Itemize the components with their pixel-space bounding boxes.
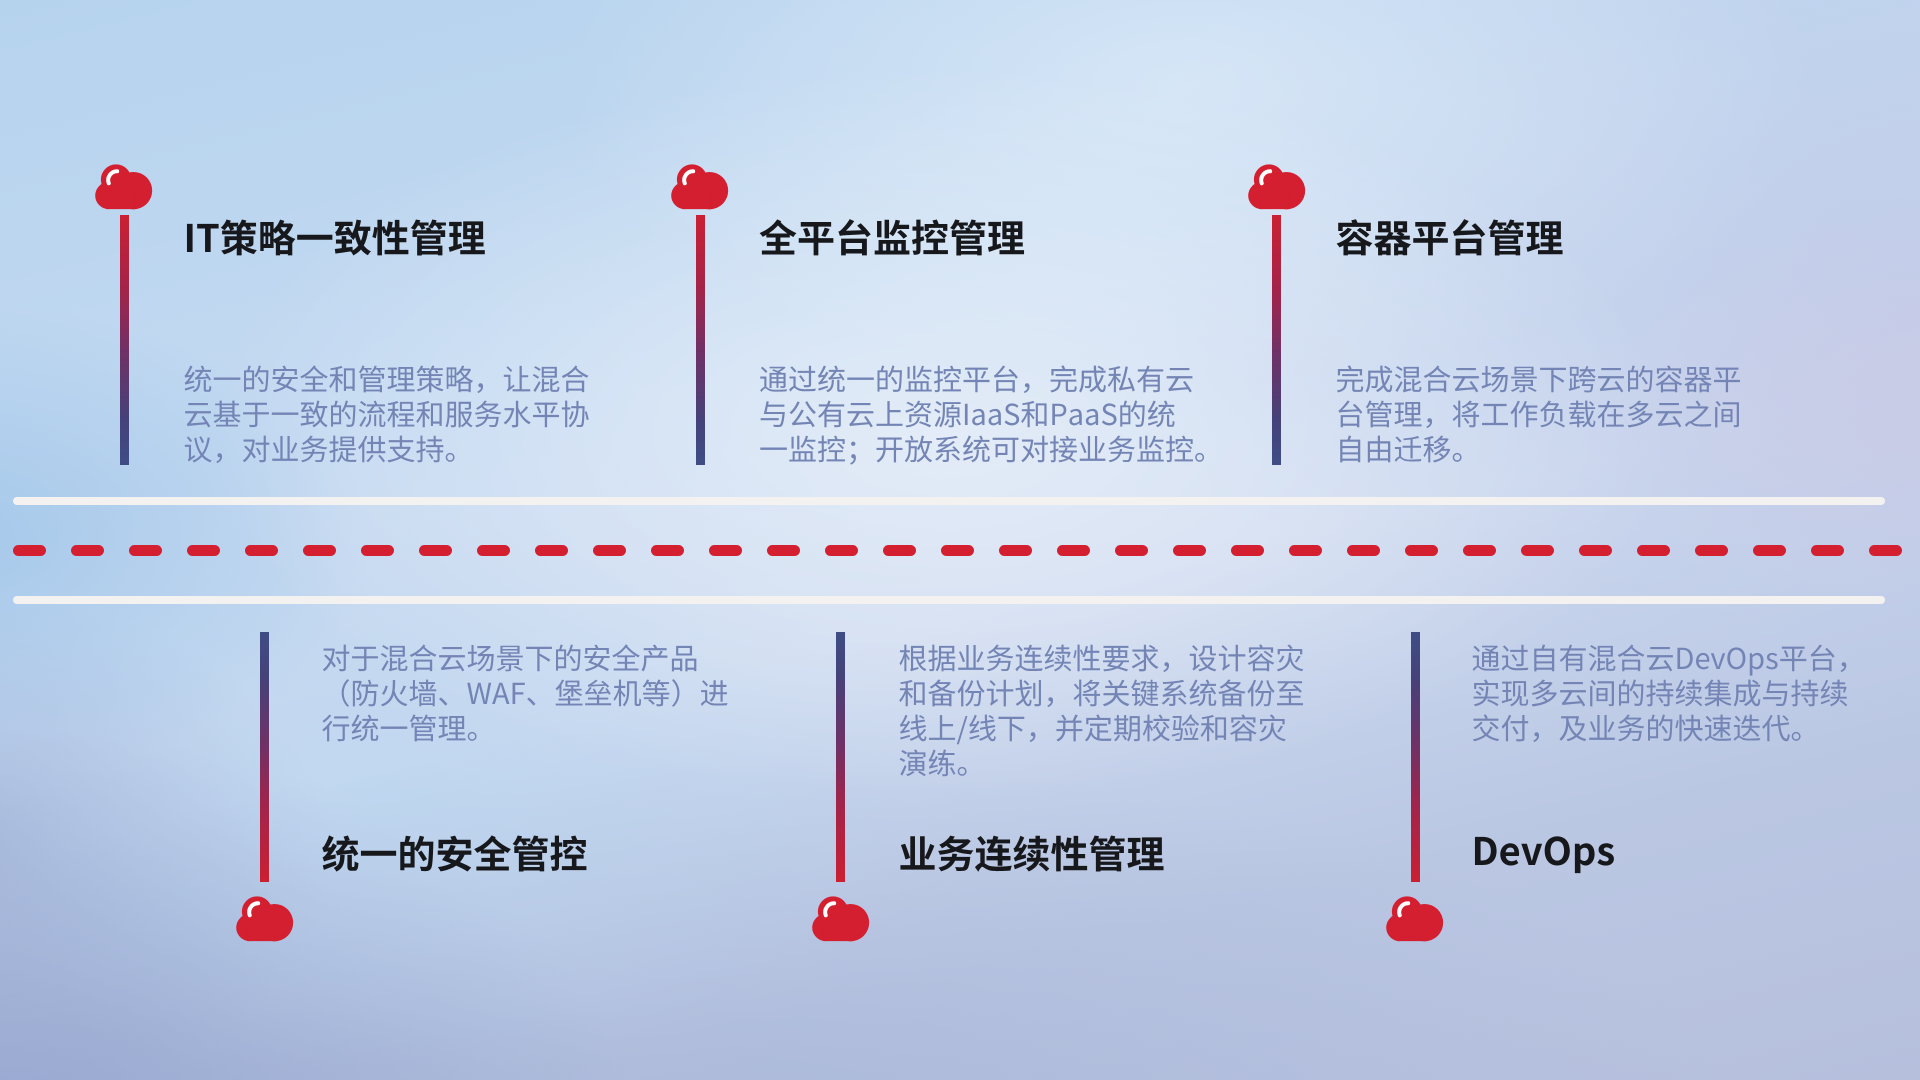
cloud-marker	[1386, 896, 1444, 942]
cloud-icon	[95, 164, 153, 210]
timeline-stem	[119, 215, 129, 465]
feature-title: 业务连续性管理	[898, 824, 1165, 880]
cloud-icon	[812, 896, 869, 942]
cloud-icon	[1247, 164, 1305, 210]
feature-description: 完成混合云场景下跨云的容器平 台管理，将工作负载在多云之间 自由迁移。	[1335, 356, 1742, 469]
cloud-marker	[812, 896, 870, 942]
feature-title: DevOps	[1471, 821, 1616, 877]
divider-top-white-line	[13, 497, 1885, 505]
feature-title: 容器平台管理	[1335, 208, 1564, 263]
timeline-stem	[1410, 632, 1420, 882]
timeline-stem	[695, 215, 705, 465]
divider-red-dashed-line	[13, 545, 1920, 556]
feature-description: 对于混合云场景下的安全产品 （防火墙、WAF、堡垒机等）进 行统一管理。	[321, 635, 729, 748]
timeline-stem	[260, 632, 269, 882]
cloud-marker	[671, 164, 729, 210]
feature-title: 全平台监控管理	[759, 208, 1026, 263]
cloud-icon	[235, 896, 293, 942]
feature-description: 通过自有混合云DevOps平台， 实现多云间的持续集成与持续 交付，及业务的快速…	[1471, 635, 1866, 748]
divider-bottom-white-line	[13, 596, 1885, 604]
timeline-stem	[1272, 215, 1281, 465]
feature-description: 通过统一的监控平台，完成私有云 与公有云上资源IaaS和PaaS的统 一监控；开…	[759, 356, 1224, 469]
cloud-marker	[235, 896, 294, 942]
feature-description: 统一的安全和管理策略，让混合 云基于一致的流程和服务水平协 议，对业务提供支持。	[183, 356, 590, 469]
cloud-icon	[1386, 896, 1444, 942]
cloud-marker	[1247, 164, 1306, 210]
timeline-stem	[836, 632, 846, 882]
feature-title: 统一的安全管控	[321, 824, 588, 880]
feature-title: IT策略一致性管理	[183, 208, 486, 263]
cloud-marker	[95, 164, 153, 210]
cloud-icon	[671, 164, 729, 210]
feature-description: 根据业务连续性要求，设计容灾 和备份计划，将关键系统备份至 线上/线下，并定期校…	[898, 635, 1305, 783]
